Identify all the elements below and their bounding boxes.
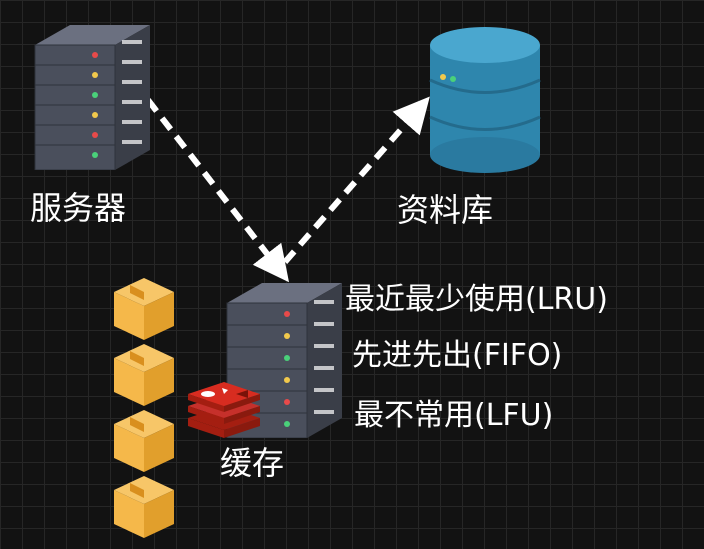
policy-lfu: 最不常用(LFU) — [354, 398, 554, 433]
box-icon — [114, 278, 174, 340]
redis-icon — [188, 382, 260, 438]
box-icon — [114, 410, 174, 472]
database-label: 资料库 — [397, 191, 494, 229]
server-label: 服务器 — [30, 189, 127, 227]
policy-fifo: 先进先出(FIFO) — [352, 338, 563, 373]
policy-lru: 最近最少使用(LRU) — [345, 282, 608, 317]
database-icon — [429, 27, 541, 173]
cache-label: 缓存 — [220, 444, 285, 482]
server-rack-icon — [34, 25, 150, 170]
arrow-server-to-cache — [145, 98, 290, 283]
box-icon — [114, 344, 174, 406]
box-stack — [114, 278, 174, 538]
box-icon — [114, 476, 174, 538]
arrow-cache-to-database — [282, 96, 430, 264]
server-rack-icon — [226, 283, 342, 438]
